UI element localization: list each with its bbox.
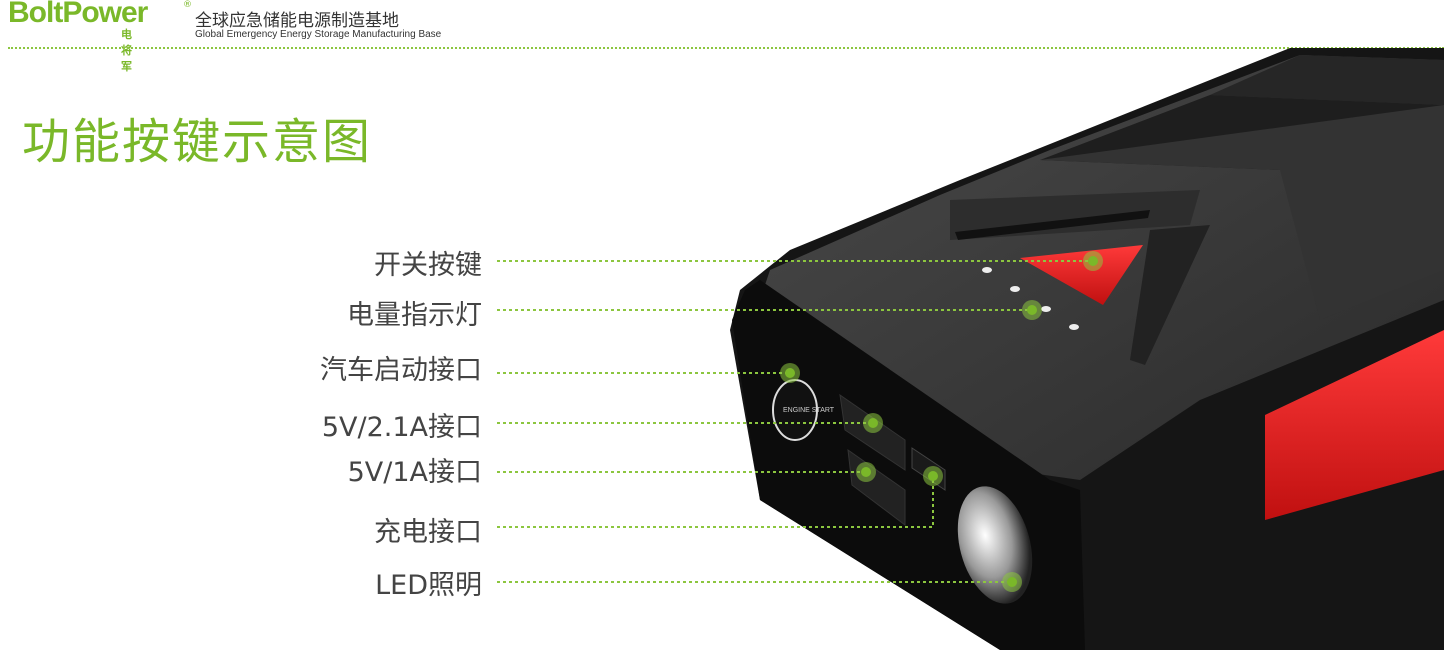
tagline-chinese: 全球应急储能电源制造基地 — [195, 11, 399, 31]
label-led-light: LED照明 — [375, 570, 482, 601]
engine-start-text: ENGINE START — [783, 407, 835, 414]
callout-dot-charging — [923, 466, 943, 486]
tagline-english: Global Emergency Energy Storage Manufact… — [195, 29, 442, 40]
callout-dot-led — [1002, 572, 1022, 592]
label-battery-indicator: 电量指示灯 — [347, 300, 482, 331]
logo-subtitle: 电将军 — [121, 28, 136, 73]
callout-dot-indicator — [1022, 300, 1042, 320]
callout-line-charging — [497, 476, 934, 528]
label-engine-start-port: 汽车启动接口 — [320, 355, 482, 386]
label-usb-2-1a: 5V/2.1A接口 — [321, 412, 482, 443]
label-charging-port: 充电接口 — [374, 517, 482, 548]
label-usb-1a: 5V/1A接口 — [347, 457, 482, 488]
red-side-stripe — [1265, 330, 1444, 520]
page-title: 功能按键示意图 — [22, 114, 373, 170]
registered-mark: ® — [183, 0, 192, 10]
callout-dot-usb-2-1a — [863, 413, 883, 433]
battery-indicator-leds — [982, 267, 1079, 330]
label-power-button: 开关按键 — [374, 250, 482, 281]
header-divider — [8, 47, 1444, 49]
logo-wordmark: BoltPower — [8, 0, 148, 29]
callout-dot-power — [1083, 251, 1103, 271]
callout-dot-usb-1a — [856, 462, 876, 482]
callout-dot-engine-start — [780, 363, 800, 383]
